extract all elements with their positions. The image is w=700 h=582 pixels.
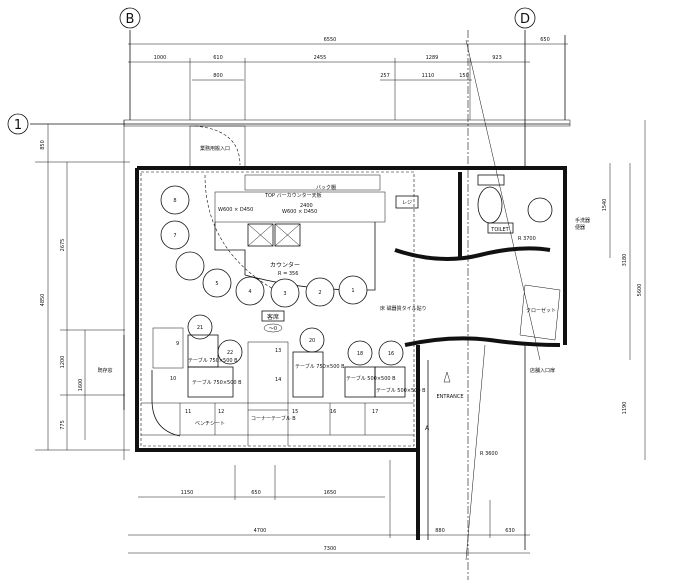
dimensions-top: 6550 650 1000 610 2455 1289 923 800 257 … — [128, 37, 568, 120]
svg-text:2400: 2400 — [300, 203, 313, 209]
svg-text:8: 8 — [173, 198, 176, 204]
svg-text:1000: 1000 — [154, 55, 167, 61]
svg-text:4: 4 — [248, 289, 251, 295]
service-entrance-label: 業務用搬入口 — [200, 145, 230, 152]
svg-text:18: 18 — [357, 351, 363, 357]
svg-text:R 3600: R 3600 — [480, 451, 498, 457]
svg-text:TOP バーカウンター天板: TOP バーカウンター天板 — [264, 192, 322, 199]
svg-text:1: 1 — [14, 118, 22, 133]
svg-text:650: 650 — [540, 37, 550, 43]
svg-text:5600: 5600 — [637, 284, 643, 297]
kitchen-counter: TOP バーカウンター天板 バック棚 2400 W600 × D450 W600… — [204, 174, 427, 312]
svg-text:880: 880 — [435, 528, 445, 534]
svg-text:客席: 客席 — [267, 313, 279, 321]
svg-text:バック棚: バック棚 — [316, 184, 336, 191]
svg-text:775: 775 — [60, 420, 66, 430]
grid-lines — [30, 30, 570, 580]
svg-text:〜0: 〜0 — [269, 326, 277, 332]
svg-text:床 磁器質タイル貼り: 床 磁器質タイル貼り — [380, 305, 427, 312]
grid-marker-1: 1 — [7, 113, 29, 135]
svg-text:4850: 4850 — [40, 294, 46, 307]
dimensions-right: 1540 3180 5600 1190 — [602, 120, 646, 460]
svg-text:15: 15 — [292, 409, 298, 415]
svg-text:テーブル 500×500 B: テーブル 500×500 B — [346, 375, 396, 382]
svg-text:9: 9 — [176, 341, 179, 347]
svg-text:1190: 1190 — [622, 402, 628, 415]
svg-text:カウンター: カウンター — [270, 261, 300, 269]
svg-text:TOILET: TOILET — [490, 227, 509, 233]
seats-top: 8 7 5 4 3 2 1 — [160, 185, 368, 308]
svg-text:1650: 1650 — [324, 490, 337, 496]
svg-text:2: 2 — [318, 290, 321, 296]
svg-text:800: 800 — [213, 73, 223, 79]
grid-marker-d: D — [514, 7, 536, 29]
svg-text:21: 21 — [197, 325, 203, 331]
dimensions-bottom: 1150 650 1650 4700 880 630 7300 R 3600 — [128, 451, 530, 554]
svg-text:14: 14 — [275, 377, 281, 383]
svg-text:16: 16 — [330, 409, 336, 415]
svg-text:B: B — [126, 12, 135, 27]
svg-text:923: 923 — [492, 55, 502, 61]
svg-text:5: 5 — [215, 281, 218, 287]
svg-text:22: 22 — [227, 350, 233, 356]
grid-marker-b: B — [119, 7, 141, 29]
svg-text:既存窓: 既存窓 — [97, 367, 112, 374]
svg-text:16: 16 — [388, 351, 394, 357]
svg-text:1150: 1150 — [181, 490, 194, 496]
svg-text:1289: 1289 — [426, 55, 439, 61]
seats-bottom: 21 22 20 18 16 — [187, 314, 404, 366]
svg-text:13: 13 — [275, 348, 281, 354]
svg-text:1200: 1200 — [60, 356, 66, 369]
svg-text:7300: 7300 — [324, 546, 337, 552]
svg-text:手洗器: 手洗器 — [575, 217, 590, 224]
svg-text:レジ: レジ — [402, 200, 412, 206]
dimensions-left: 850 4850 2675 1200 775 1600 既存窓 — [35, 124, 130, 451]
walls — [123, 119, 571, 550]
svg-text:1110: 1110 — [422, 73, 435, 79]
svg-text:R 3700: R 3700 — [518, 236, 536, 242]
svg-text:257: 257 — [380, 73, 390, 79]
svg-text:650: 650 — [251, 490, 261, 496]
svg-text:店舗入口扉: 店舗入口扉 — [530, 367, 555, 374]
tables: 9 10 テーブル 750×500 B テーブル 750×500 B 1314 … — [141, 310, 426, 446]
svg-text:3: 3 — [283, 291, 286, 297]
svg-text:150: 150 — [459, 73, 469, 79]
svg-text:1540: 1540 — [602, 199, 608, 212]
svg-text:17: 17 — [372, 409, 378, 415]
svg-text:テーブル 500×500 B: テーブル 500×500 B — [376, 387, 426, 394]
svg-text:3180: 3180 — [622, 254, 628, 267]
svg-text:ベンチシート: ベンチシート — [195, 421, 225, 427]
svg-text:610: 610 — [213, 55, 223, 61]
svg-text:D: D — [520, 12, 530, 27]
svg-text:W600 × D450: W600 × D450 — [218, 207, 253, 213]
svg-text:10: 10 — [170, 376, 176, 382]
svg-text:20: 20 — [309, 338, 315, 344]
svg-text:W600 × D450: W600 × D450 — [282, 209, 317, 215]
svg-text:A: A — [425, 425, 430, 432]
svg-text:2675: 2675 — [60, 239, 66, 252]
svg-text:11: 11 — [185, 409, 191, 415]
svg-text:1: 1 — [351, 288, 354, 294]
toilet-area: TOILET R 3700 手洗器 便器 クローゼット ENTRANCE 店舗入… — [425, 172, 590, 432]
svg-text:2455: 2455 — [314, 55, 327, 61]
svg-text:便器: 便器 — [575, 224, 585, 231]
svg-text:850: 850 — [40, 140, 46, 150]
svg-text:テーブル 750×500 B: テーブル 750×500 B — [295, 363, 345, 370]
svg-text:630: 630 — [505, 528, 515, 534]
svg-text:12: 12 — [218, 409, 224, 415]
svg-text:テーブル 750×500 B: テーブル 750×500 B — [192, 379, 242, 386]
svg-text:R = 356: R = 356 — [278, 271, 298, 277]
svg-text:1600: 1600 — [78, 379, 84, 392]
svg-text:4700: 4700 — [254, 528, 267, 534]
svg-text:コーナーテーブル B: コーナーテーブル B — [251, 415, 296, 422]
svg-text:クローゼット: クローゼット — [526, 307, 556, 314]
svg-text:6550: 6550 — [324, 37, 337, 43]
svg-text:テーブル 750×500 B: テーブル 750×500 B — [188, 357, 238, 364]
svg-text:7: 7 — [173, 233, 176, 239]
svg-text:ENTRANCE: ENTRANCE — [436, 394, 463, 400]
